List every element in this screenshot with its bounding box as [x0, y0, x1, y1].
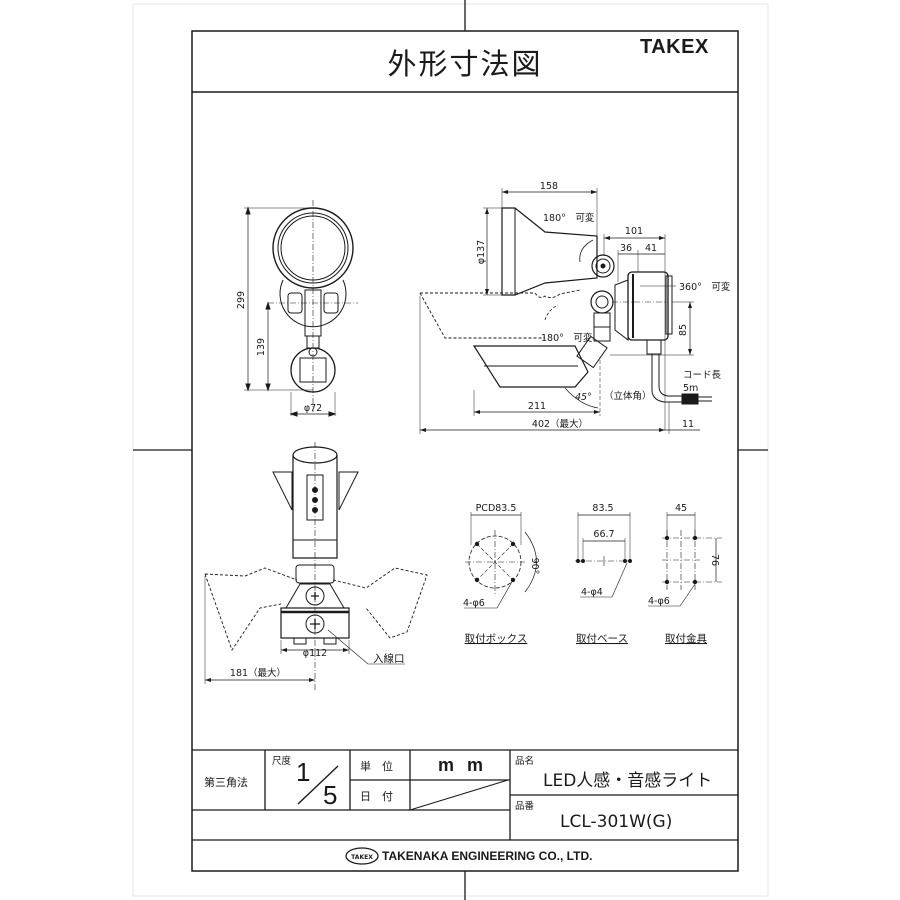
angle-sensor-label: 180° 可変	[541, 332, 593, 344]
dim-max-length: 402（最大）	[532, 418, 588, 430]
mounting-bracket-holes: 4-φ6	[648, 596, 670, 607]
brand-logo: TAKEX	[640, 36, 709, 58]
mounting-bracket-width: 45	[675, 503, 687, 514]
mounting-box-pcd: PCD83.5	[476, 503, 517, 514]
mounting-bracket-caption: 取付金具	[665, 632, 707, 645]
drawing-frame	[191, 30, 739, 872]
dim-sensor-height: 85	[678, 324, 689, 336]
top-view	[204, 442, 428, 690]
angle-tilt-label: 45°	[575, 392, 592, 403]
cord-length: 5m	[683, 383, 698, 394]
mounting-base-inner-width: 66.7	[593, 529, 614, 540]
company-logo-text: TAKEX	[351, 854, 373, 861]
projection-method: 第三角法	[204, 776, 248, 789]
part-number-label: 品番	[515, 801, 535, 812]
angle-body-label: 360° 可変	[679, 281, 731, 293]
dim-offset: 11	[682, 419, 694, 430]
dim-sensor-length: 211	[528, 401, 546, 412]
mounting-bracket-height: 76	[709, 554, 720, 566]
dim-front-diameter: φ72	[304, 403, 322, 414]
cord-label: コード長	[683, 370, 722, 381]
company-name: TAKENAKA ENGINEERING CO., LTD.	[382, 849, 593, 863]
solid-angle-label: （立体角）	[604, 390, 652, 402]
dim-head-length: 158	[540, 181, 558, 192]
wire-inlet-label: 入線口	[373, 652, 405, 665]
product-name-label: 品名	[515, 756, 535, 767]
scale-denominator: 5	[323, 780, 338, 810]
unit-label: 単 位	[360, 760, 393, 773]
side-view	[419, 188, 712, 434]
angle-head-label: 180° 可変	[543, 212, 595, 224]
dim-width-b: 41	[645, 243, 657, 254]
scale-numerator: 1	[296, 757, 311, 787]
date-label: 日 付	[360, 790, 393, 803]
title-block-grid	[192, 749, 738, 841]
mounting-box-holes: 4-φ6	[463, 598, 485, 609]
dim-front-height-lower: 139	[256, 338, 267, 356]
scale-label: 尺度	[272, 756, 292, 767]
dim-box-diameter: φ112	[303, 648, 327, 659]
mounting-base-caption: 取付ベース	[576, 632, 628, 645]
page-title: 外形寸法図	[387, 47, 543, 81]
mounting-base-holes: 4-φ4	[581, 587, 603, 598]
product-name-value: LED人感・音感ライト	[543, 771, 713, 791]
dim-head-diameter: φ137	[476, 240, 487, 264]
mounting-bracket-pattern	[648, 512, 722, 607]
unit-value: m m	[438, 755, 488, 775]
mounting-base-pattern	[575, 512, 633, 598]
front-view	[244, 200, 358, 417]
company-logo-mark	[345, 847, 379, 865]
dim-front-height-total: 299	[236, 291, 247, 309]
mounting-base-width: 83.5	[592, 503, 613, 514]
center-marks	[133, 0, 768, 900]
dim-max-width: 181（最大）	[230, 667, 286, 679]
dim-width-a: 36	[620, 243, 632, 254]
mounting-box-angle: 90°	[529, 558, 540, 575]
dim-body-width: 101	[625, 226, 643, 237]
mounting-box-caption: 取付ボックス	[465, 632, 528, 645]
part-number-value: LCL-301W(G)	[560, 812, 673, 832]
mounting-box-pattern	[464, 512, 537, 609]
